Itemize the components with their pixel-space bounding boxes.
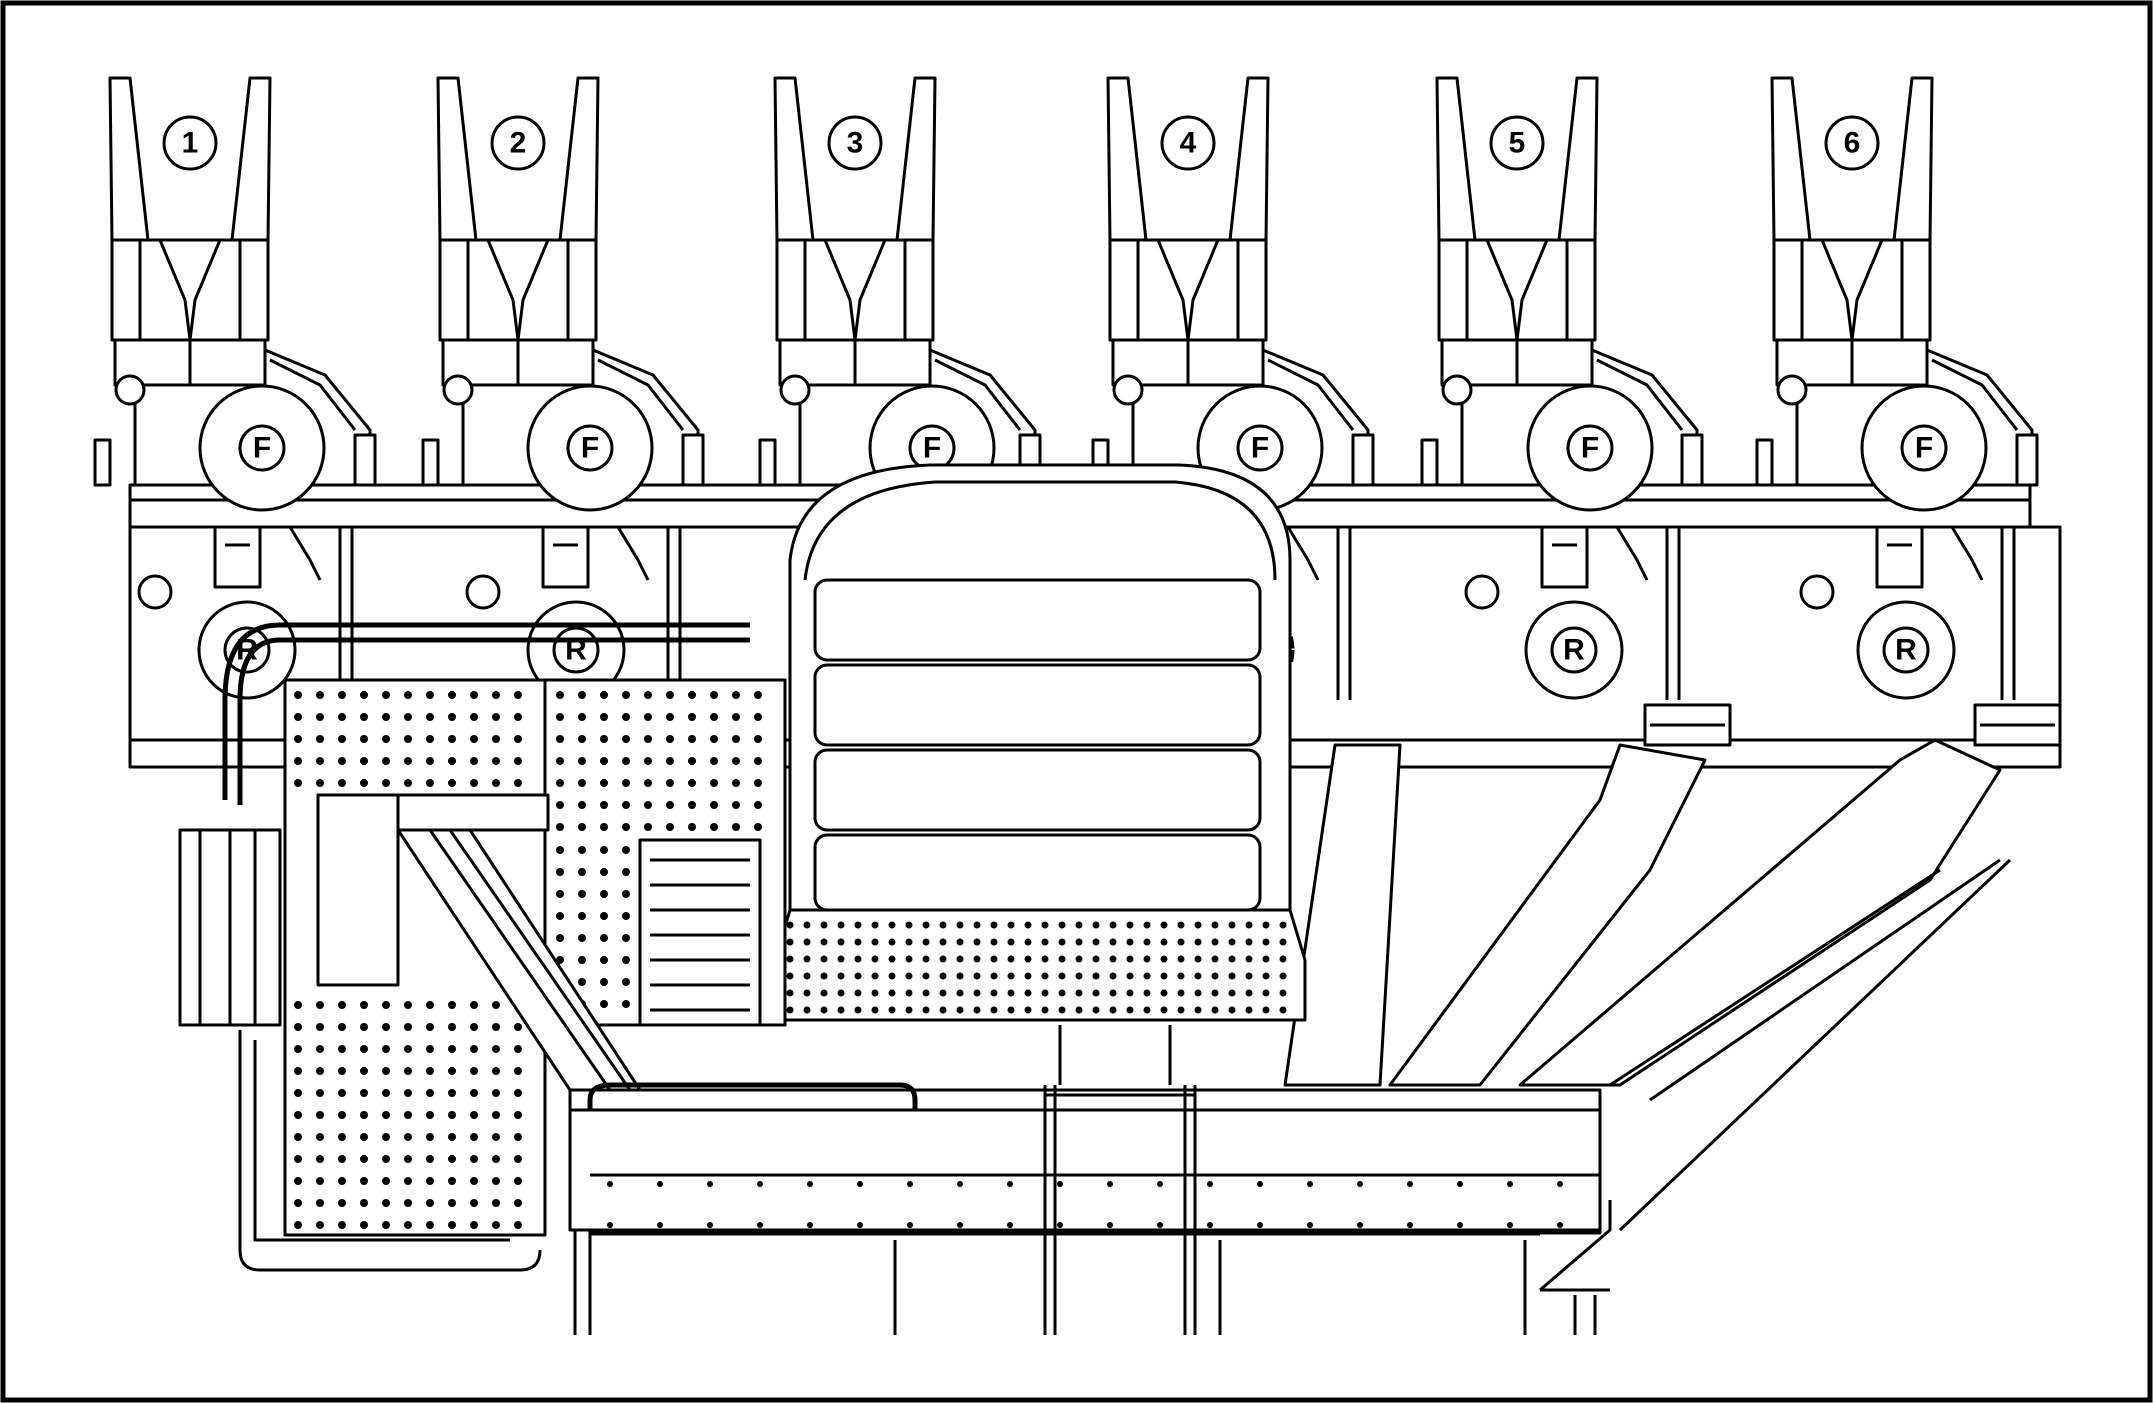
rear-wheel-badge (1550, 626, 1598, 674)
front-label: F (1581, 432, 1599, 465)
rear-label: R (1563, 634, 1585, 667)
left-grille (638, 838, 762, 1027)
row-number-badge (827, 115, 883, 171)
cab-ladder (587, 1025, 1197, 1335)
front-wheel-badge (1566, 424, 1614, 472)
front-label: F (1251, 432, 1269, 465)
lower-cab (568, 1088, 1612, 1335)
rear-wheel-badge (1882, 626, 1930, 674)
rear-wheel-badge (223, 626, 271, 674)
right-arms (1283, 738, 2012, 1232)
front-wheel-badge (1236, 424, 1284, 472)
row-number-label: 3 (847, 127, 864, 160)
front-label: F (253, 432, 271, 465)
row-number-badge (1824, 115, 1880, 171)
fasteners (607, 1181, 1563, 1228)
right-brackets (1643, 703, 2062, 747)
row-number-label: 6 (1844, 127, 1861, 160)
row-number-label: 4 (1180, 127, 1197, 160)
row-unit: F R 5 (1420, 76, 1704, 700)
front-wheel-badge (1900, 424, 1948, 472)
row-number-label: 5 (1509, 127, 1526, 160)
row-number-badge (162, 115, 218, 171)
left-handrails (222, 622, 750, 805)
left-ladder (178, 828, 542, 1272)
row-number-label: 2 (510, 127, 527, 160)
row-unit: F R 6 (1755, 76, 2039, 700)
front-wheel-badge (566, 424, 614, 472)
row-number-badge (1489, 115, 1545, 171)
row-number-badge (1160, 115, 1216, 171)
center-hopper (788, 463, 1292, 912)
front-label: F (1915, 432, 1933, 465)
row-number-label: 1 (182, 127, 199, 160)
front-wheel-badge (238, 424, 286, 472)
rear-label: R (1895, 634, 1917, 667)
center-step-plate (773, 908, 1307, 1022)
front-label: F (923, 432, 941, 465)
row-number-badge (490, 115, 546, 171)
front-label: F (581, 432, 599, 465)
row-unit: FR2 (421, 76, 705, 700)
